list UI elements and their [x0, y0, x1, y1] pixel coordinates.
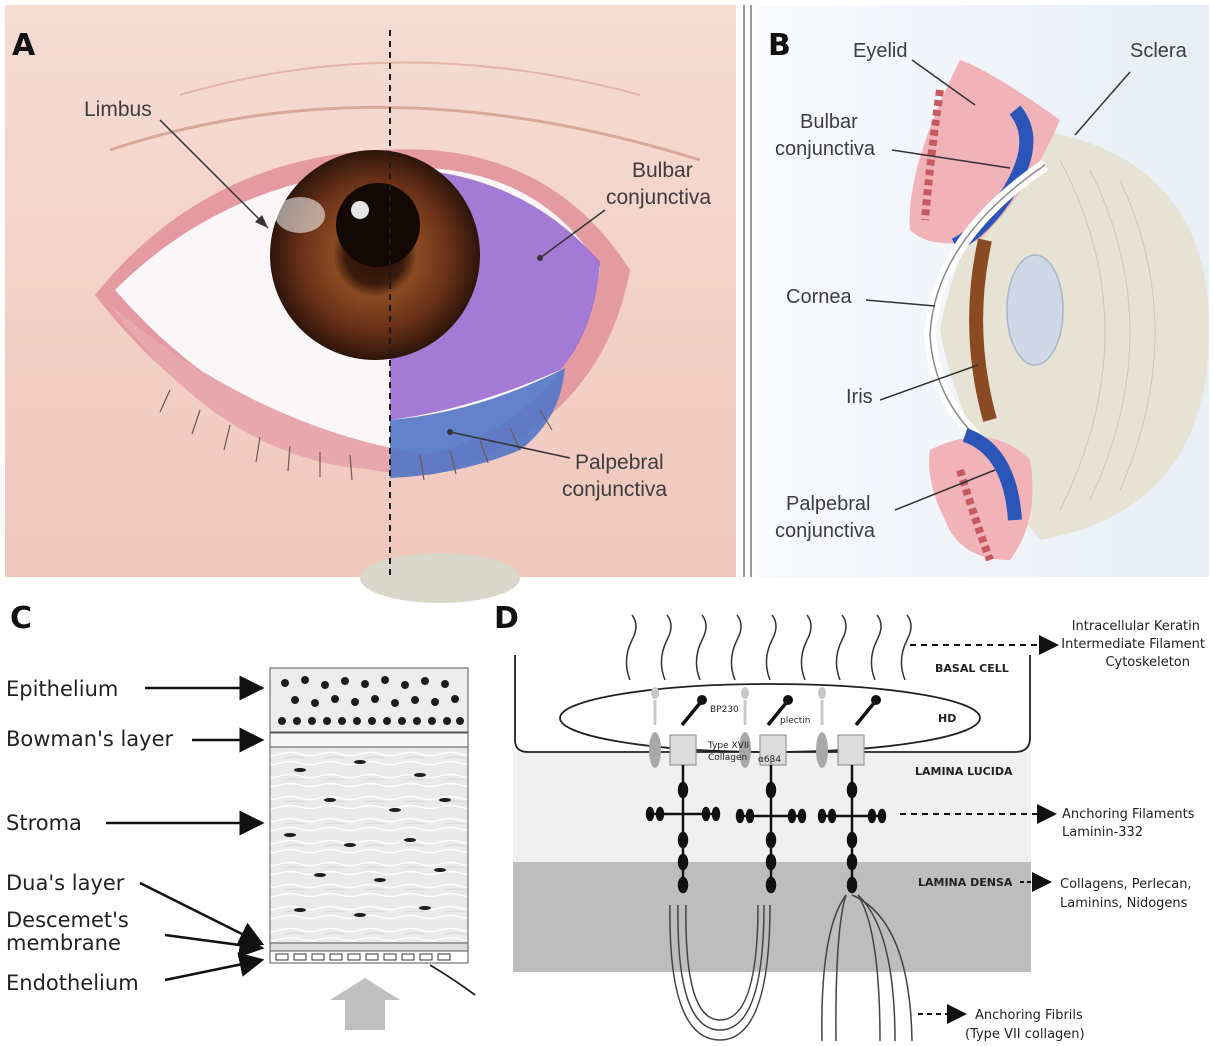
hd-label: HD	[938, 712, 956, 725]
bulbar-b-label-line1: Bulbar	[800, 111, 858, 133]
stroma-layer	[270, 747, 468, 943]
pupil	[336, 183, 420, 267]
anchoring-fibrils-label-line1: Anchoring Fibrils	[975, 1008, 1083, 1023]
bulbar-leader-dot	[537, 255, 543, 261]
endothelium-arrow	[165, 960, 262, 980]
cornea-glare	[275, 197, 325, 233]
pupil-highlight	[351, 201, 369, 219]
palpebral-label-line2: conjunctiva	[562, 478, 667, 501]
dua-label: Dua's layer	[6, 871, 125, 895]
bulbar-b-label-line2: conjunctiva	[775, 138, 876, 160]
panel-b-letter: B	[768, 28, 791, 63]
lower-cheek-bulge	[360, 553, 520, 603]
bowman-label: Bowman's layer	[6, 727, 174, 751]
anchoring-fibrils-label-line2: (Type VII collagen)	[965, 1027, 1085, 1042]
iris-label: Iris	[846, 386, 873, 408]
typexvii-label-line2: Collagen	[708, 753, 747, 763]
descemet-label-line1: Descemet's	[6, 908, 129, 932]
palpebral-label-line1: Palpebral	[575, 451, 664, 474]
sclera-label: Sclera	[1130, 40, 1188, 62]
limbus-label: Limbus	[84, 98, 152, 121]
lamina-densa-label: LAMINA DENSA	[918, 876, 1013, 889]
panel-a: A Limbus Bulbar conjunctiva Palpebral co…	[5, 5, 736, 603]
anchoring-filaments-label-line2: Laminin-332	[1062, 825, 1143, 840]
lamina-lucida-label: LAMINA LUCIDA	[915, 765, 1013, 778]
typexvii-label-line1: Type XVII	[707, 741, 749, 751]
panel-d: D Intracellular Keratin Intermediate Fil…	[494, 601, 1205, 1042]
anchoring-filaments-label-line1: Anchoring Filaments	[1062, 807, 1195, 822]
panel-b: B Eyelid Sclera Bulbar conjunctiva Corne…	[758, 5, 1209, 577]
side-curve	[430, 965, 475, 995]
bp230-label: BP230	[710, 705, 739, 715]
keratin-filaments	[626, 615, 911, 680]
plectin-label: plectin	[780, 716, 810, 726]
descemet-label-line2: membrane	[6, 931, 121, 955]
descemet-layer	[270, 943, 468, 951]
collagens-label-line2: Laminins, Nidogens	[1060, 896, 1188, 911]
panel-c-letter: C	[10, 601, 32, 636]
lens	[1007, 255, 1063, 365]
dua-arrow	[140, 883, 262, 944]
keratin-label-line1: Intracellular Keratin	[1072, 619, 1200, 634]
basal-cell-label: BASAL CELL	[935, 662, 1009, 675]
panel-d-letter: D	[494, 601, 519, 636]
bulbar-label-line1: Bulbar	[632, 159, 693, 182]
collagens-label-line1: Collagens, Perlecan,	[1060, 877, 1192, 892]
palpebral-leader-dot	[447, 429, 453, 435]
integrin-label: α6β4	[758, 755, 781, 765]
cornea-label: Cornea	[786, 286, 852, 308]
panel-c: C Epithelium Bowman's layer Stroma Dua's…	[6, 601, 475, 1030]
eyelid-label: Eyelid	[853, 40, 907, 62]
bottom-arrow-shape	[330, 978, 400, 1030]
epithelium-label: Epithelium	[6, 677, 118, 701]
keratin-label-line3: Cytoskeleton	[1105, 655, 1190, 670]
palpebral-b-label-line2: conjunctiva	[775, 520, 876, 542]
keratin-label-line2: Intermediate Filament	[1061, 637, 1205, 652]
stroma-label: Stroma	[6, 811, 82, 835]
panel-a-letter: A	[12, 28, 36, 63]
bulbar-label-line2: conjunctiva	[606, 186, 711, 209]
palpebral-b-label-line1: Palpebral	[786, 493, 871, 515]
endothelium-label: Endothelium	[6, 971, 139, 995]
bowman-layer	[270, 733, 468, 747]
